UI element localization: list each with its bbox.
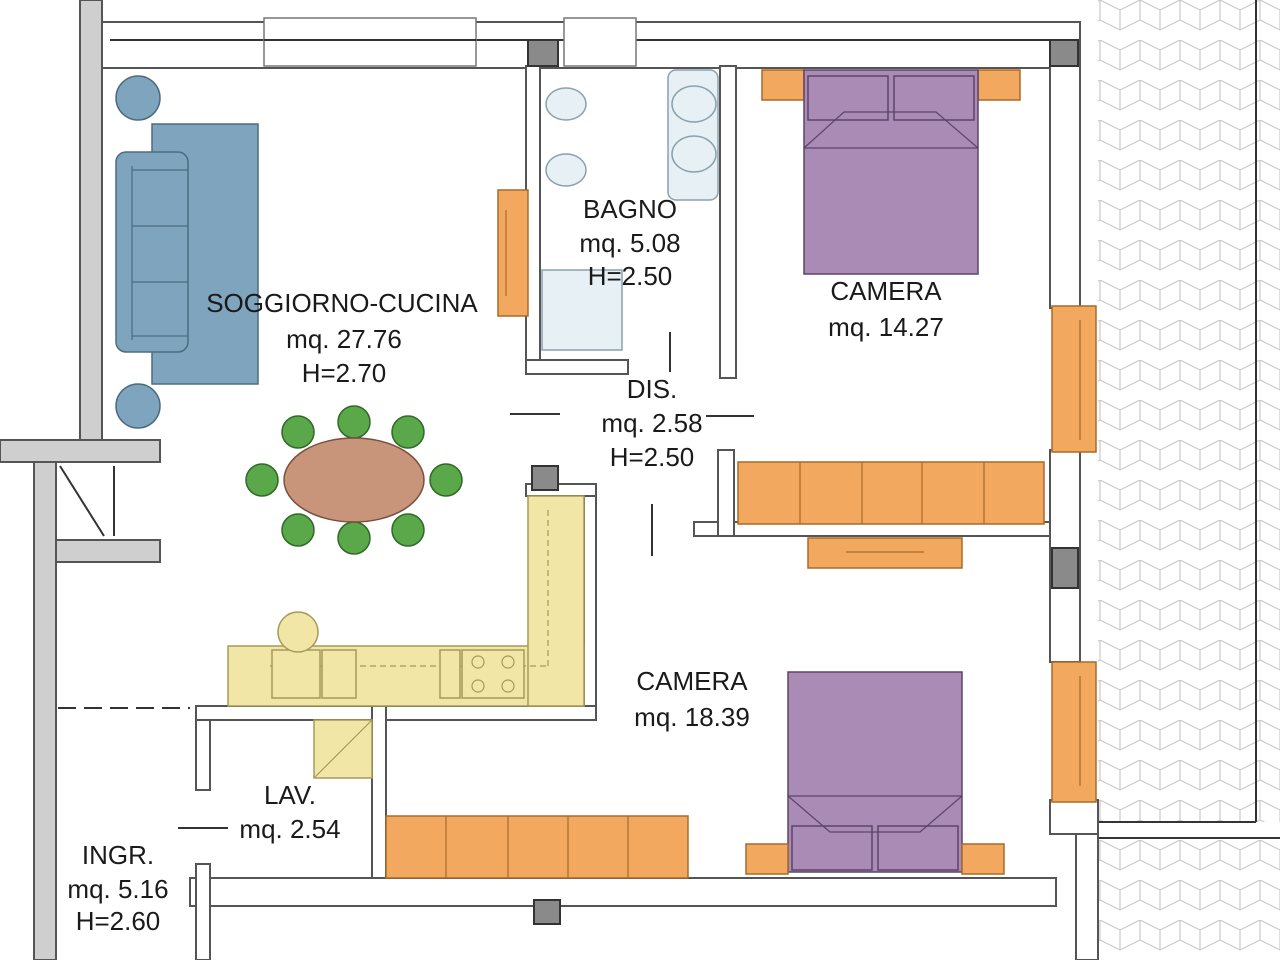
kitchen-counter bbox=[227, 495, 585, 707]
dining-table bbox=[245, 405, 463, 555]
room-height: H=2.70 bbox=[302, 358, 387, 388]
room-height: H=2.50 bbox=[588, 261, 673, 291]
room-area: mq. 2.54 bbox=[239, 814, 340, 844]
label-bath: BAGNO mq. 5.08 H=2.50 bbox=[579, 194, 680, 291]
room-area: mq. 2.58 bbox=[601, 408, 702, 438]
chair bbox=[391, 513, 425, 547]
nightstand bbox=[761, 69, 805, 101]
label-living: SOGGIORNO-CUCINA mq. 27.76 H=2.70 bbox=[206, 288, 478, 388]
room-area: mq. 27.76 bbox=[286, 324, 402, 354]
laundry-fixture bbox=[313, 719, 373, 779]
pillow bbox=[877, 825, 959, 871]
label-entry: INGR. mq. 5.16 H=2.60 bbox=[67, 840, 168, 936]
wardrobe bbox=[385, 815, 689, 879]
tv-cabinet bbox=[497, 189, 529, 317]
pillar bbox=[1051, 547, 1079, 589]
toilet bbox=[545, 87, 587, 121]
pillar bbox=[531, 465, 559, 491]
nightstand bbox=[961, 843, 1005, 875]
terrace bbox=[1098, 0, 1280, 960]
wardrobe bbox=[737, 461, 1045, 525]
chair bbox=[337, 521, 371, 555]
room-name: BAGNO bbox=[583, 194, 677, 224]
room-name: CAMERA bbox=[830, 276, 942, 306]
bathroom-fixtures bbox=[541, 69, 719, 351]
sofa-body bbox=[115, 151, 189, 353]
pillow bbox=[893, 75, 975, 121]
label-hall: DIS. mq. 2.58 H=2.50 bbox=[601, 374, 702, 472]
pillow bbox=[807, 75, 889, 121]
room-height: H=2.60 bbox=[76, 906, 161, 936]
room-name: SOGGIORNO-CUCINA bbox=[206, 288, 478, 318]
chair bbox=[391, 415, 425, 449]
sofa bbox=[115, 75, 259, 429]
pillar bbox=[1049, 39, 1079, 67]
bedroom-top-furniture bbox=[737, 69, 1097, 525]
chair bbox=[245, 463, 279, 497]
room-area: mq. 5.08 bbox=[579, 228, 680, 258]
pouf bbox=[115, 75, 161, 121]
dresser bbox=[807, 537, 963, 569]
nightstand bbox=[745, 843, 789, 875]
bedroom-bottom-furniture bbox=[385, 537, 1097, 879]
pillow bbox=[791, 825, 873, 871]
pillar bbox=[533, 899, 561, 925]
room-name: LAV. bbox=[264, 780, 316, 810]
label-laundry: LAV. mq. 2.54 bbox=[239, 780, 340, 844]
bar-stool bbox=[277, 611, 319, 653]
pouf bbox=[115, 383, 161, 429]
pillar bbox=[527, 39, 559, 67]
hob bbox=[461, 649, 525, 699]
window-cabinet bbox=[1051, 305, 1097, 453]
top-windows bbox=[263, 17, 637, 67]
drainer bbox=[321, 649, 357, 699]
chair bbox=[337, 405, 371, 439]
room-height: H=2.50 bbox=[610, 442, 695, 472]
sink bbox=[271, 649, 321, 699]
label-bedroom-bottom: CAMERA mq. 18.39 bbox=[634, 666, 750, 732]
chair bbox=[429, 463, 463, 497]
shower bbox=[541, 269, 623, 351]
room-name: INGR. bbox=[82, 840, 154, 870]
window-cabinet bbox=[1051, 661, 1097, 803]
hob-side bbox=[439, 649, 461, 699]
nightstand bbox=[977, 69, 1021, 101]
room-name: CAMERA bbox=[636, 666, 748, 696]
chair bbox=[281, 415, 315, 449]
chair bbox=[281, 513, 315, 547]
table-top bbox=[283, 437, 425, 523]
room-area: mq. 18.39 bbox=[634, 702, 750, 732]
room-name: DIS. bbox=[627, 374, 678, 404]
label-bedroom-top: CAMERA mq. 14.27 bbox=[828, 276, 944, 342]
door-lines bbox=[58, 332, 754, 829]
pillars bbox=[527, 39, 1079, 925]
room-area: mq. 14.27 bbox=[828, 312, 944, 342]
room-area: mq. 5.16 bbox=[67, 874, 168, 904]
bidet bbox=[545, 153, 587, 187]
